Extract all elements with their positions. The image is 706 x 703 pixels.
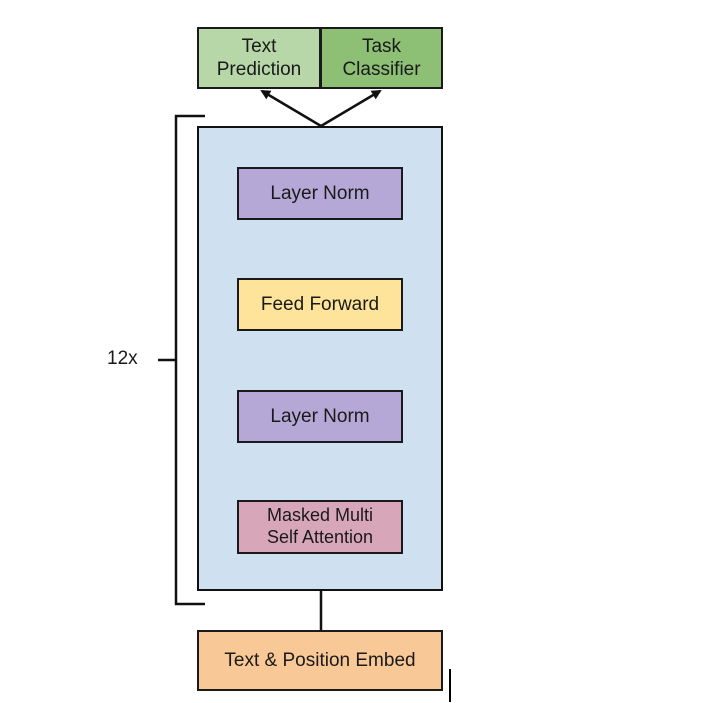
text-prediction-line-2: Prediction	[216, 59, 302, 80]
layer-norm-top: Layer Norm	[237, 167, 403, 220]
layer-norm-bottom-label: Layer Norm	[270, 405, 370, 427]
masked-multi-self-attention: Masked Multi Self Attention	[237, 500, 403, 554]
task-classifier-line-1: Task	[361, 35, 402, 57]
feed-forward-label: Feed Forward	[260, 293, 380, 315]
repeat-count-label: 12x	[107, 348, 138, 369]
masked-attention-line-1: Masked Multi	[266, 505, 373, 526]
arrow-to-text-prediction	[260, 89, 322, 128]
arrow-to-task-classifier	[320, 89, 382, 128]
masked-attention-line-2: Self Attention	[266, 527, 374, 547]
text-prediction-head: Text Prediction	[197, 27, 321, 89]
feed-forward: Feed Forward	[237, 278, 403, 331]
embed-label: Text & Position Embed	[224, 649, 416, 671]
task-classifier-head: Task Classifier	[320, 27, 443, 89]
text-prediction-line-1: Text	[241, 35, 277, 57]
layer-norm-top-label: Layer Norm	[270, 182, 370, 204]
task-classifier-line-2: Classifier	[342, 59, 421, 80]
text-position-embed: Text & Position Embed	[197, 630, 443, 691]
layer-norm-bottom: Layer Norm	[237, 390, 403, 443]
text-cursor	[449, 669, 451, 702]
